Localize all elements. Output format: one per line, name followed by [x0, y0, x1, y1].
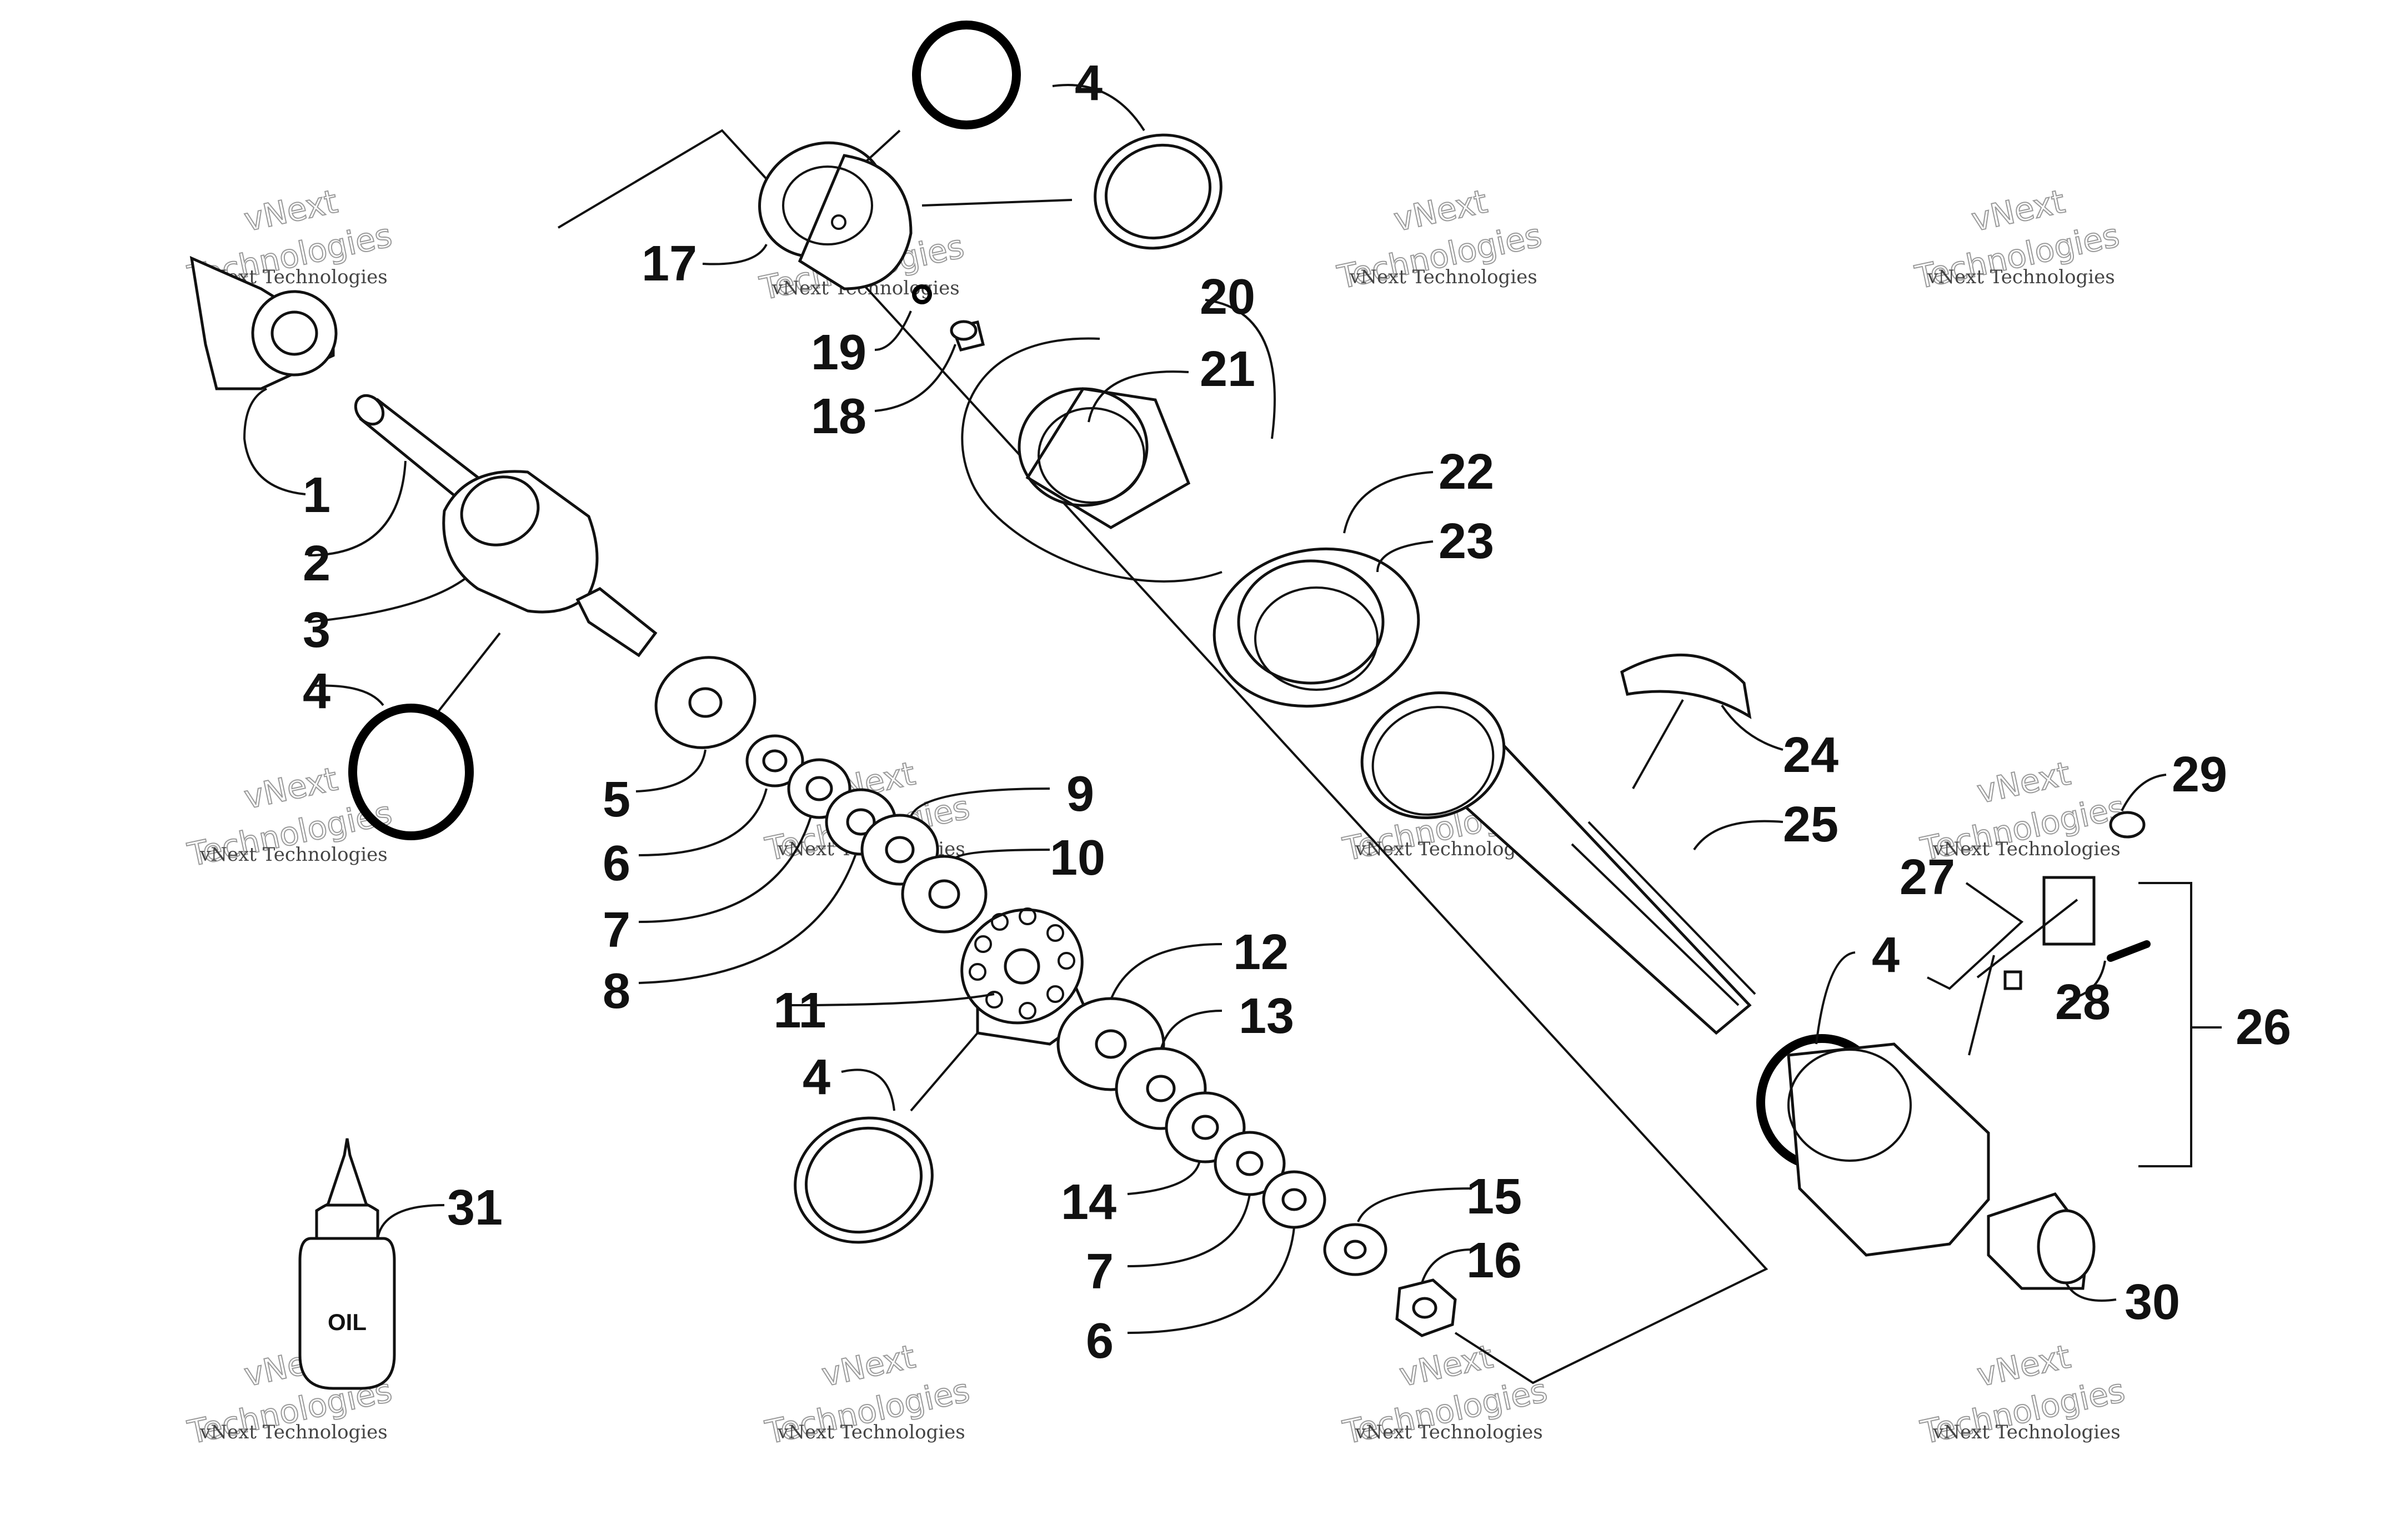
- part-30-bushing: [1987, 1192, 2096, 1290]
- part-24-shield: [1620, 653, 1752, 719]
- callout-16: 16: [1466, 1233, 1522, 1288]
- part-10-shim: [901, 855, 988, 934]
- callout-5: 5: [603, 772, 630, 827]
- watermark: vNext Technologies vNext Technologies: [761, 1337, 974, 1452]
- part-26-reservoir-end: [1787, 1042, 1990, 1257]
- part-1-bushing: [189, 255, 338, 390]
- callout-3: 3: [303, 603, 330, 658]
- watermark-text-small: vNext Technologies: [199, 1421, 388, 1443]
- callout-29: 29: [2172, 747, 2227, 802]
- watermark-text-small: vNext Technologies: [1932, 1421, 2121, 1443]
- callout-11: 11: [773, 983, 826, 1039]
- part-18-valve: [950, 320, 985, 352]
- part-6-shim-lower: [1262, 1170, 1326, 1229]
- callout-22: 22: [1439, 444, 1494, 500]
- oil-bottle-label: OIL: [328, 1309, 367, 1335]
- callout-13: 13: [1239, 989, 1294, 1044]
- part-28-oring: [2107, 940, 2151, 962]
- part-4-wear-band-lower: [794, 1116, 934, 1244]
- part-16-nut: [1395, 1278, 1457, 1337]
- callout-24: 24: [1783, 728, 1838, 783]
- callout-9: 9: [1066, 766, 1094, 822]
- callout-4-top: 4: [1075, 56, 1103, 111]
- part-17-end-cap: [758, 141, 913, 290]
- callout-7-upper: 7: [603, 902, 630, 958]
- watermark: vNext Technologies vNext Technologies: [1917, 1337, 2129, 1452]
- callout-23: 23: [1439, 514, 1494, 569]
- watermark: vNext Technologies vNext Technologies: [1339, 1337, 1551, 1452]
- watermark: vNext Technologies vNext Technologies: [1334, 182, 1546, 297]
- part-20-retaining-ring: [961, 337, 1222, 583]
- watermark-text-small: vNext Technologies: [777, 1421, 965, 1443]
- callout-25: 25: [1783, 797, 1838, 852]
- callout-31: 31: [447, 1180, 503, 1236]
- callout-1: 1: [303, 468, 330, 523]
- part-25-shock-body: [1360, 691, 1756, 1035]
- part-4-oring-top: [912, 21, 1021, 129]
- callout-14: 14: [1061, 1175, 1116, 1230]
- part-4-wear-band-top: [1094, 133, 1222, 250]
- part-27-valve-core: [2003, 876, 2096, 990]
- part-22-23-adjuster-nut: [1212, 547, 1420, 708]
- callout-7-lower: 7: [1086, 1244, 1114, 1300]
- shim-stack-upper: [745, 734, 988, 934]
- shim-stack-lower: [1056, 997, 1326, 1229]
- callout-12: 12: [1233, 925, 1289, 980]
- watermark-text-small: vNext Technologies: [1932, 838, 2121, 860]
- watermark-text-small: vNext Technologies: [1355, 1421, 1543, 1443]
- callout-18: 18: [811, 389, 866, 444]
- callout-6-upper: 6: [603, 836, 630, 891]
- callout-20: 20: [1200, 269, 1255, 325]
- callout-26: 26: [2236, 1000, 2291, 1055]
- watermark-text-small: vNext Technologies: [199, 844, 388, 866]
- callout-28: 28: [2055, 975, 2111, 1030]
- part-4-oring-left: [348, 704, 474, 840]
- callout-labels: 1 2 3 4 5 6 7 8 9 10 11 4 12 13 14 7 6 1…: [303, 56, 2291, 1369]
- leader-lines: [243, 83, 2222, 1334]
- callout-6-lower: 6: [1086, 1313, 1114, 1369]
- part-7-shim-lower: [1214, 1131, 1286, 1196]
- watermark-text-small: vNext Technologies: [1927, 266, 2115, 288]
- callout-30: 30: [2125, 1275, 2180, 1330]
- part-19-small-oring: [912, 284, 932, 304]
- watermark: vNext Technologies vNext Technologies: [1911, 182, 2123, 297]
- callout-4-lower: 4: [803, 1050, 830, 1105]
- callout-19: 19: [811, 325, 866, 380]
- callout-17: 17: [642, 236, 697, 292]
- watermark-text-small: vNext Technologies: [1349, 266, 1537, 288]
- kit-bracket-outline: [557, 129, 1768, 1385]
- callout-8: 8: [603, 964, 630, 1019]
- part-29-cap: [2109, 811, 2146, 839]
- callout-21: 21: [1200, 342, 1255, 397]
- watermark: vNext Technologies vNext Technologies: [184, 759, 396, 874]
- part-21-bearing: [1018, 387, 1191, 529]
- callout-27: 27: [1900, 850, 1955, 905]
- callout-4-left: 4: [303, 664, 330, 719]
- part-31-oil-bottle: OIL: [298, 1138, 396, 1390]
- callout-15: 15: [1466, 1169, 1522, 1225]
- callout-10: 10: [1050, 830, 1105, 886]
- part-5-washer: [654, 656, 756, 749]
- callout-4-right: 4: [1872, 927, 1900, 983]
- part-15-washer: [1323, 1223, 1387, 1276]
- part-6-shim: [745, 734, 804, 787]
- callout-2: 2: [303, 536, 330, 591]
- part-2-3-piston-rod-eyelet: [354, 394, 658, 658]
